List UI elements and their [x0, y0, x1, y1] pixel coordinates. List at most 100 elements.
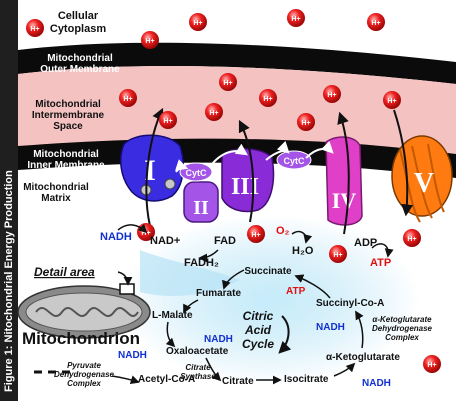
svg-text:H+: H+: [291, 16, 300, 23]
isocitrate-to-akg-arrow: [333, 362, 356, 377]
oxaloacetate-to-citrate-arrow: [205, 357, 222, 382]
acetyl-coa-label: Acetyl-Co-A: [138, 374, 195, 385]
svg-text:H+: H+: [427, 362, 436, 369]
atp-cycle-label: ATP: [286, 286, 306, 297]
proton-3: H+: [189, 13, 207, 31]
complex-i-label: I: [144, 154, 156, 187]
citrate-label: Citrate: [222, 376, 254, 387]
cytc-b-label: CytC: [283, 156, 305, 166]
complex-i: I: [119, 134, 185, 202]
fumarate-to-malate-arrow: [183, 299, 199, 314]
caption-bar: [0, 0, 18, 401]
detail-box: [119, 283, 135, 295]
svg-text:H+: H+: [371, 20, 380, 27]
outer-membrane: [18, 42, 456, 84]
svg-text:H+: H+: [387, 98, 396, 105]
glow-streak: [140, 250, 240, 296]
succinate-label: Succinate: [244, 266, 292, 277]
cycle-rotation-arrow: [278, 315, 292, 354]
complex-iv: IV: [325, 136, 363, 226]
malate-label: L-Malate: [152, 310, 193, 321]
proton-9: H+: [323, 85, 341, 103]
proton-17: H+: [403, 229, 421, 247]
h2o-label: H₂O: [292, 245, 314, 257]
citrate-synthase-label-2: Synthase: [180, 372, 216, 381]
matrix-label-1: Mitochondrial: [23, 182, 89, 193]
svg-text:H+: H+: [263, 96, 272, 103]
pump-arrow-iii: [238, 119, 255, 223]
complex-iii: III: [221, 148, 275, 213]
inner-membrane-label-2: Inner Membrane: [27, 160, 105, 171]
svg-text:H+: H+: [333, 252, 342, 259]
proton-4: H+: [287, 9, 305, 27]
svg-text:H+: H+: [223, 80, 232, 87]
pump-arrow-iv: [337, 111, 350, 235]
akg-enzyme-label-1: α-Ketoglutarate: [372, 315, 432, 324]
proton-5: H+: [367, 13, 385, 31]
complex-iv-label: IV: [332, 188, 357, 213]
nadh-iso-label: NADH: [362, 378, 391, 389]
cycle-center-1: Citric: [243, 309, 274, 323]
isocitrate-label: Isocitrate: [284, 374, 329, 385]
synthase-inflow-arrow: [393, 109, 414, 217]
e-transfer-arrow-3: [265, 140, 290, 161]
cycle-center-2: Acid: [244, 323, 272, 337]
svg-text:H+: H+: [141, 230, 150, 237]
figure-caption: Figure 1: Nitochondrial Energy Productio…: [3, 170, 15, 392]
nad-plus-label: NAD+: [150, 235, 180, 247]
akg-enzyme-label-2: Dehydrogenase: [372, 324, 433, 333]
fadh2-label: FADH₂: [184, 257, 219, 269]
e-transfer-arrow-2: [211, 143, 248, 165]
intermembrane-label-1: Mitochondrial: [35, 99, 101, 110]
svg-text:H+: H+: [30, 26, 39, 33]
intermembrane-label-2: Intermembrane: [32, 110, 105, 121]
cytc-b: CytC: [276, 150, 312, 170]
succinate-to-fumarate-arrow: [222, 269, 245, 290]
succinyl-coa-label: Succinyl-Co-A: [316, 298, 384, 309]
pyruvate-arrow: [111, 375, 140, 384]
svg-text:H+: H+: [163, 118, 172, 125]
mitochondrion-label: Mitochondrion: [22, 329, 140, 348]
proton-6: H+: [119, 89, 137, 107]
e-transfer-arrow-4: [305, 140, 334, 159]
adp-arrow: [371, 243, 394, 258]
succinyl-to-succinate-arrow: [294, 274, 331, 299]
svg-text:H+: H+: [123, 96, 132, 103]
complex-v-label: V: [414, 168, 434, 199]
matrix-label-2: Matrix: [41, 193, 71, 204]
svg-text:H+: H+: [327, 92, 336, 99]
citric-acid-cycle: Succinate Fumarate L-Malate NADH Oxaloac…: [34, 266, 433, 389]
pump-arrow-i: [145, 107, 164, 227]
cytc-a-label: CytC: [185, 168, 207, 178]
malate-to-oxaloacetate-arrow: [165, 321, 176, 348]
cycle-center-3: Cycle: [242, 337, 274, 351]
nadh-pdc-label: NADH: [118, 350, 147, 361]
adp-label: ADP: [354, 237, 377, 249]
detail-area-label: Detail area: [34, 265, 95, 279]
proton-1: H+: [26, 19, 44, 37]
mitochondrion-illustration: [17, 283, 151, 339]
akg-to-succinyl-arrow: [355, 310, 364, 349]
pdc-enzyme-label-3: Complex: [67, 379, 101, 388]
detail-pointer-arrow: [117, 271, 133, 286]
citrate-synthase-label-1: Citrate: [185, 363, 211, 372]
atp-top-label: ATP: [370, 257, 391, 269]
proton-13: H+: [159, 111, 177, 129]
proton-15: H+: [247, 225, 265, 243]
nadh-arrow: [117, 223, 148, 234]
proton-11: H+: [205, 103, 223, 121]
proton-16: H+: [329, 245, 347, 263]
inner-membrane-label-1: Mitochondrial: [33, 149, 99, 160]
svg-text:H+: H+: [251, 232, 260, 239]
e-transfer-arrow-1: [174, 159, 189, 173]
nadh-akg-label: NADH: [316, 322, 345, 333]
proton-10: H+: [383, 91, 401, 109]
cytoplasm-label-2: Cytoplasm: [50, 23, 106, 35]
akg-enzyme-label-3: Complex: [385, 333, 419, 342]
proton-8: H+: [259, 89, 277, 107]
o2-arrow: [291, 230, 313, 244]
fumarate-label: Fumarate: [196, 288, 241, 299]
complex-ii: II: [183, 181, 219, 223]
proton-18: H+: [423, 355, 441, 373]
nadh-malate-label: NADH: [204, 334, 233, 345]
